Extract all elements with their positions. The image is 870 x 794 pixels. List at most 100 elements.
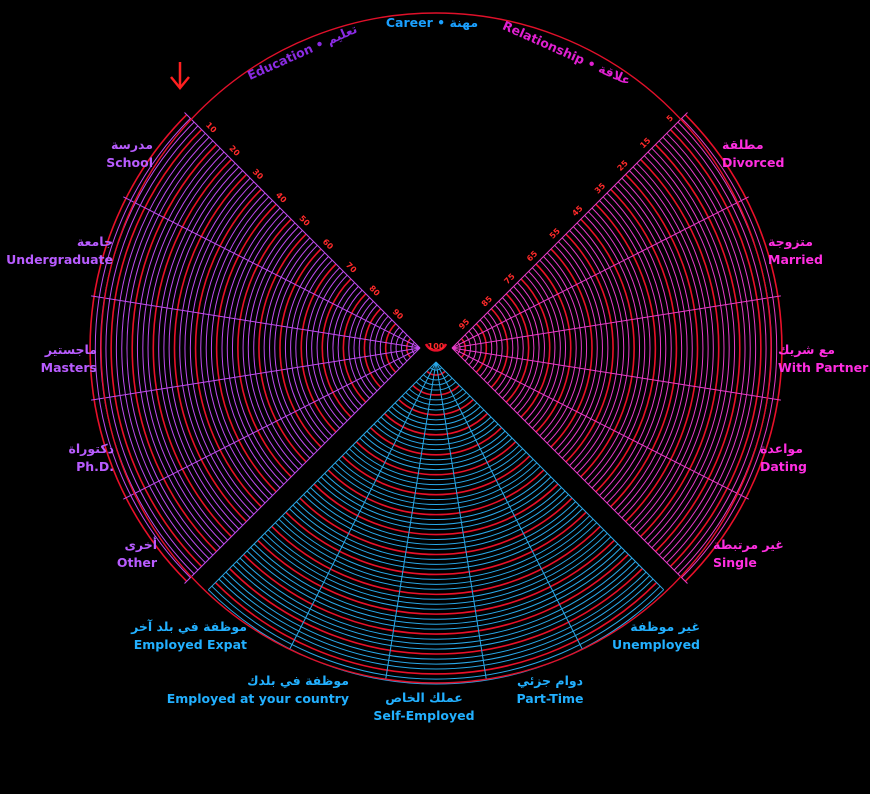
education-arc-39 — [205, 196, 270, 500]
relationship-arc-19 — [528, 271, 561, 425]
edu-tick-0: 10 — [204, 120, 219, 135]
education-arc-19 — [311, 271, 344, 425]
edu-label-en-0: School — [106, 155, 153, 170]
career-arc-0 — [429, 367, 443, 371]
arc-layer — [89, 114, 783, 685]
relationship-arc-60 — [681, 118, 778, 578]
car-boundary-right — [435, 361, 665, 591]
career-arc-5 — [412, 384, 460, 396]
rel-divider-2 — [451, 347, 781, 401]
car-label-en-0: Employed Expat — [134, 637, 247, 652]
relationship-arc-51 — [647, 151, 730, 545]
relationship-arc-49 — [640, 158, 720, 538]
education-arc-38 — [210, 200, 273, 496]
relationship-arc-28 — [561, 237, 609, 459]
relationship-arc-21 — [535, 263, 572, 433]
career-arc-28 — [331, 465, 541, 510]
education-arc-36 — [221, 207, 281, 489]
career-arc-35 — [306, 490, 566, 545]
edu-tick-2: 30 — [251, 167, 266, 182]
title-career: Career • مهنة — [386, 15, 478, 30]
career-arc-15 — [377, 420, 495, 446]
career-arc-19 — [363, 434, 509, 466]
education-arc-0 — [411, 341, 415, 355]
education-arc-23 — [290, 256, 329, 440]
edu-label-ar-4: أخرى — [124, 536, 157, 552]
education-arc-50 — [147, 155, 229, 541]
career-arc-40 — [289, 508, 583, 570]
relationship-arc-13 — [505, 293, 530, 403]
relationship-arc-6 — [479, 319, 493, 377]
car-divider-1 — [385, 361, 437, 681]
edu-label-en-4: Other — [117, 555, 158, 570]
relationship-arc-11 — [498, 300, 519, 396]
edu-divider-1 — [91, 295, 421, 349]
education-arc-7 — [374, 315, 389, 381]
car-divider-0 — [289, 361, 437, 650]
rel-label-en-4: Single — [713, 555, 757, 570]
relationship-arc-43 — [617, 181, 688, 515]
career-arc-27 — [334, 462, 538, 505]
education-arc-8 — [369, 312, 385, 384]
relationship-arc-44 — [621, 177, 693, 519]
career-arc-58 — [225, 571, 647, 660]
relationship-arc-20 — [531, 267, 566, 429]
career-arc-46 — [267, 529, 605, 600]
rel-label-en-3: Dating — [760, 459, 807, 474]
relationship-arc-53 — [654, 143, 741, 553]
career-arc-45 — [271, 525, 601, 596]
career-arc-2 — [422, 374, 450, 381]
education-arc-48 — [158, 162, 236, 534]
career-arc-21 — [355, 441, 517, 476]
career-arc-9 — [398, 398, 474, 416]
relationship-arc-14 — [509, 289, 535, 407]
car-label-en-3: Part-Time — [516, 691, 583, 706]
relationship-arc-2 — [464, 334, 471, 362]
education-arc-29 — [258, 233, 307, 463]
career-arc-16 — [373, 423, 499, 451]
career-arc-7 — [405, 391, 467, 406]
education-arc-41 — [194, 188, 262, 508]
education-arc-52 — [136, 147, 221, 549]
relationship-arc-34 — [584, 215, 641, 481]
rel-label-ar-1: متزوجة — [768, 234, 813, 249]
overlay-layer: 100 — [100, 12, 772, 684]
education-arc-46 — [168, 170, 243, 526]
edu-boundary-top — [184, 112, 421, 349]
education-arc-33 — [237, 218, 292, 478]
education-arc-1 — [405, 338, 412, 358]
career-arc-17 — [369, 427, 503, 456]
relationship-arc-46 — [629, 170, 704, 526]
car-label-ar-3: دوام جزئي — [517, 673, 583, 689]
career-arc-56 — [232, 564, 640, 650]
rel-tick-2: 25 — [616, 158, 631, 173]
education-arc-56 — [115, 132, 206, 564]
relationship-arc-3 — [468, 330, 477, 366]
relationship-arc-26 — [554, 244, 598, 452]
down-arrow-icon — [170, 62, 190, 90]
car-label-ar-4: غير موظفة — [630, 619, 700, 634]
education-arc-26 — [274, 244, 318, 452]
edu-label-ar-0: مدرسة — [111, 137, 153, 152]
education-arc-4 — [390, 327, 400, 369]
edu-divider-3 — [123, 347, 421, 500]
rel-label-ar-3: مواعدة — [760, 441, 803, 456]
education-arc-40 — [200, 192, 266, 504]
career-arc-23 — [348, 448, 524, 486]
relationship-arc-24 — [546, 252, 588, 444]
relationship-arc-37 — [595, 203, 657, 493]
career-arc-57 — [228, 567, 644, 655]
education-arc-37 — [215, 203, 277, 493]
relationship-arc-32 — [576, 222, 630, 474]
edu-label-ar-2: ماجستير — [44, 342, 97, 357]
career-arc-3 — [419, 377, 453, 386]
education-arc-24 — [284, 252, 326, 444]
edu-label-ar-1: جامعة — [77, 234, 113, 249]
relationship-arc-18 — [524, 274, 556, 422]
career-arc-4 — [415, 381, 457, 391]
education-arc-9 — [363, 308, 382, 388]
career-arc-54 — [239, 557, 633, 640]
education-arc-22 — [295, 259, 333, 437]
career-arc-52 — [246, 550, 626, 630]
